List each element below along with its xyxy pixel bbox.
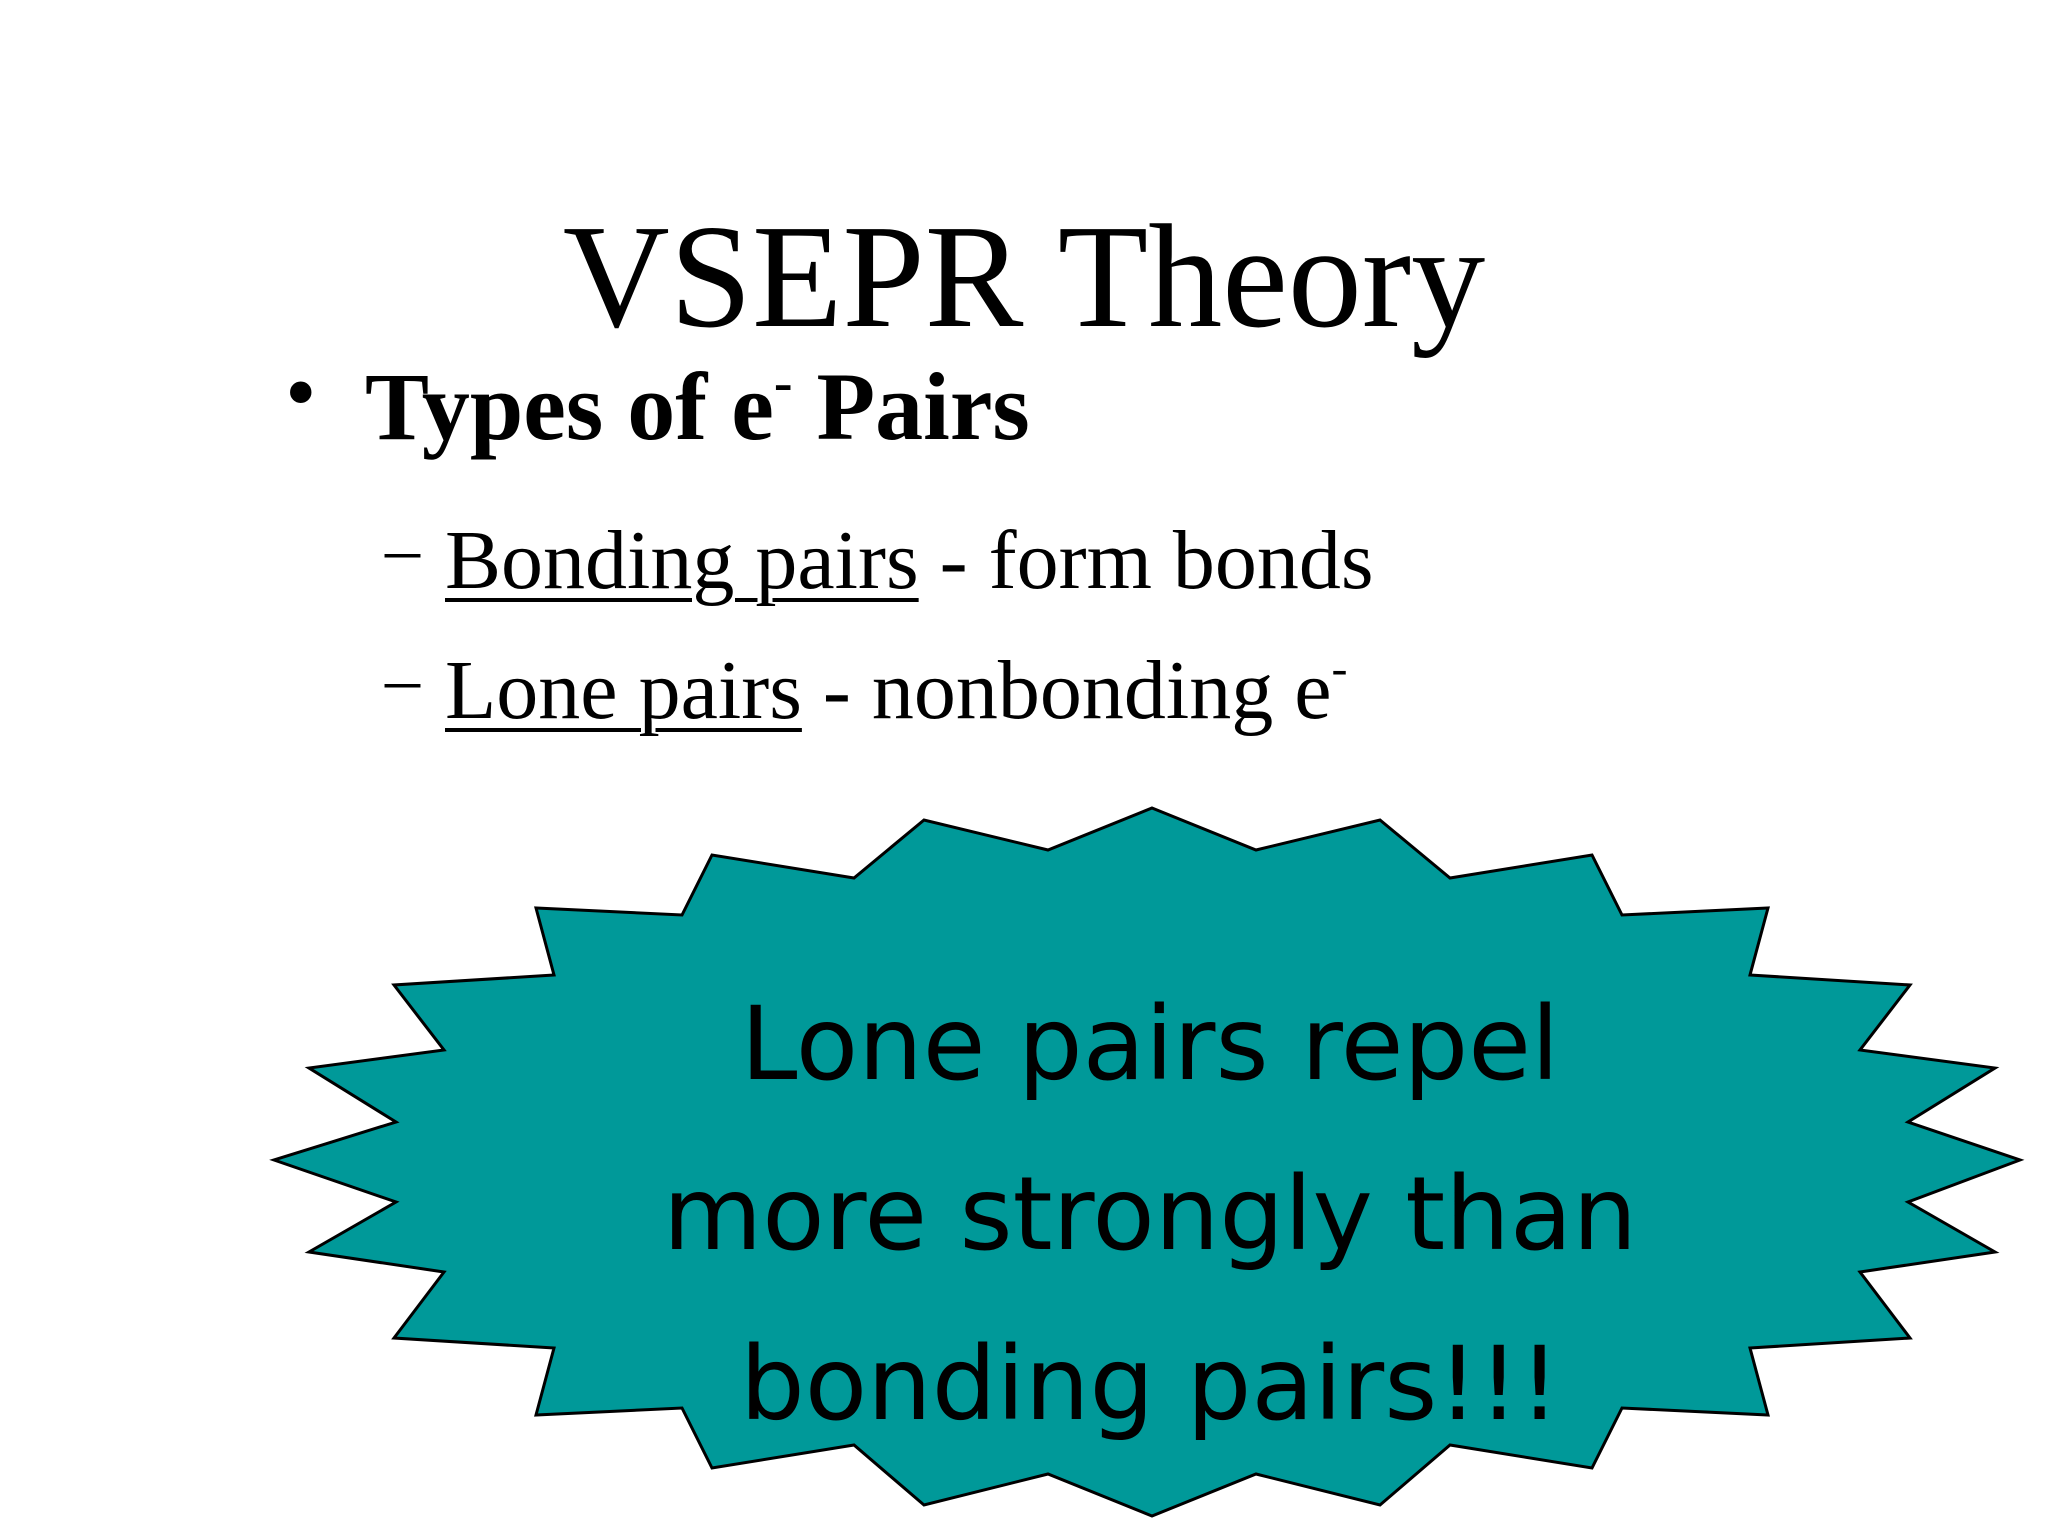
bullet-superscript: - — [773, 352, 793, 414]
starburst-polygon — [269, 806, 2025, 1518]
sub-item-bonding-pairs: –Bonding pairs - form bonds — [385, 502, 1374, 607]
sub-item-term: Lone pairs — [445, 644, 802, 737]
slide-title: VSEPR Theory — [562, 195, 1486, 359]
sub-item-superscript: - — [1331, 642, 1348, 695]
sub-item-description: - nonbonding e — [801, 644, 1332, 737]
callout-line: Lone pairs repel — [740, 985, 1560, 1104]
bullet-dot-icon: • — [285, 343, 317, 442]
callout-line: more strongly than — [662, 1155, 1638, 1274]
bullet-text-tail: Pairs — [792, 353, 1030, 460]
sub-item-lone-pairs: –Lone pairs - nonbonding e- — [385, 632, 1348, 737]
bullet-text: Types of e- Pairs — [365, 352, 1030, 462]
callout-line: bonding pairs!!! — [739, 1325, 1561, 1444]
dash-icon: – — [385, 641, 420, 718]
callout-text: Lone pairs repel more strongly than bond… — [560, 960, 1740, 1470]
sub-item-term: Bonding pairs — [445, 514, 919, 607]
sub-item-description: - form bonds — [918, 514, 1374, 607]
bullet-text-main: Types of e — [365, 353, 774, 460]
dash-icon: – — [385, 511, 420, 588]
